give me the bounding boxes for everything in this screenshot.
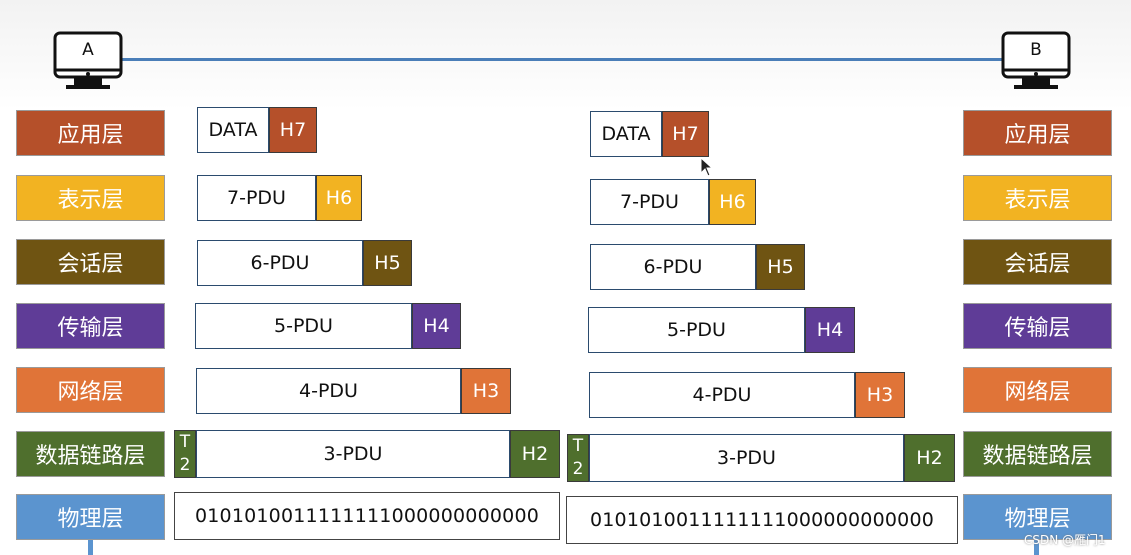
left-pdu-5: 4-PDU — [196, 368, 461, 414]
left-physical-medium — [88, 540, 93, 555]
left-pdu-1: DATA — [197, 107, 269, 153]
right-layer-4: 传输层 — [963, 303, 1112, 349]
left-pdu-2: 7-PDU — [197, 175, 316, 221]
right-layer-6: 数据链路层 — [963, 431, 1112, 477]
host-a-computer-icon: A — [52, 30, 124, 92]
right-header-2: H6 — [709, 179, 756, 225]
right-layer-3: 会话层 — [963, 239, 1112, 285]
left-layer-1: 应用层 — [16, 110, 165, 156]
right-pdu-2: 7-PDU — [590, 179, 709, 225]
trailer-char: 2 — [179, 455, 191, 475]
link-line — [120, 58, 1004, 61]
left-layer-4: 传输层 — [16, 303, 165, 349]
left-layer-7: 物理层 — [16, 494, 165, 540]
right-pdu-3: 6-PDU — [590, 244, 756, 290]
left-header-4: H4 — [412, 303, 461, 349]
left-header-3: H5 — [363, 240, 412, 286]
left-header-2: H6 — [316, 175, 362, 221]
left-header-1: H7 — [269, 107, 317, 153]
host-b-label: B — [1030, 40, 1042, 60]
left-header-6: H2 — [510, 430, 560, 478]
right-pdu-6: 3-PDU — [589, 434, 904, 482]
left-pdu-3: 6-PDU — [197, 240, 363, 286]
right-header-3: H5 — [756, 244, 805, 290]
right-layer-7: 物理层 — [963, 494, 1112, 540]
trailer-char: T — [179, 432, 191, 452]
right-layer-1: 应用层 — [963, 110, 1112, 156]
host-a-label: A — [82, 40, 94, 60]
right-physical-medium — [1034, 540, 1039, 555]
right-pdu-1: DATA — [590, 111, 662, 157]
left-layer-6: 数据链路层 — [16, 431, 165, 477]
right-layer-2: 表示层 — [963, 175, 1112, 221]
host-b-computer-icon: B — [1000, 30, 1072, 92]
right-header-5: H3 — [855, 372, 905, 418]
left-physical-bits: 0101010011111111000000000000 — [174, 492, 560, 540]
watermark: CSDN @雁门1 — [1024, 533, 1106, 547]
trailer-char: 2 — [572, 459, 584, 479]
right-header-6: H2 — [904, 434, 955, 482]
left-layer-2: 表示层 — [16, 175, 165, 221]
right-layer-5: 网络层 — [963, 367, 1112, 413]
right-header-4: H4 — [805, 307, 855, 353]
cursor-icon — [700, 156, 714, 177]
right-physical-bits: 0101010011111111000000000000 — [566, 496, 958, 544]
left-layer-5: 网络层 — [16, 367, 165, 413]
left-pdu-6: 3-PDU — [196, 430, 510, 478]
right-header-1: H7 — [662, 111, 709, 157]
left-header-5: H3 — [461, 368, 511, 414]
trailer-char: T — [572, 436, 584, 456]
right-pdu-5: 4-PDU — [589, 372, 855, 418]
right-pdu-4: 5-PDU — [588, 307, 805, 353]
left-layer-3: 会话层 — [16, 239, 165, 285]
left-pdu-4: 5-PDU — [195, 303, 412, 349]
